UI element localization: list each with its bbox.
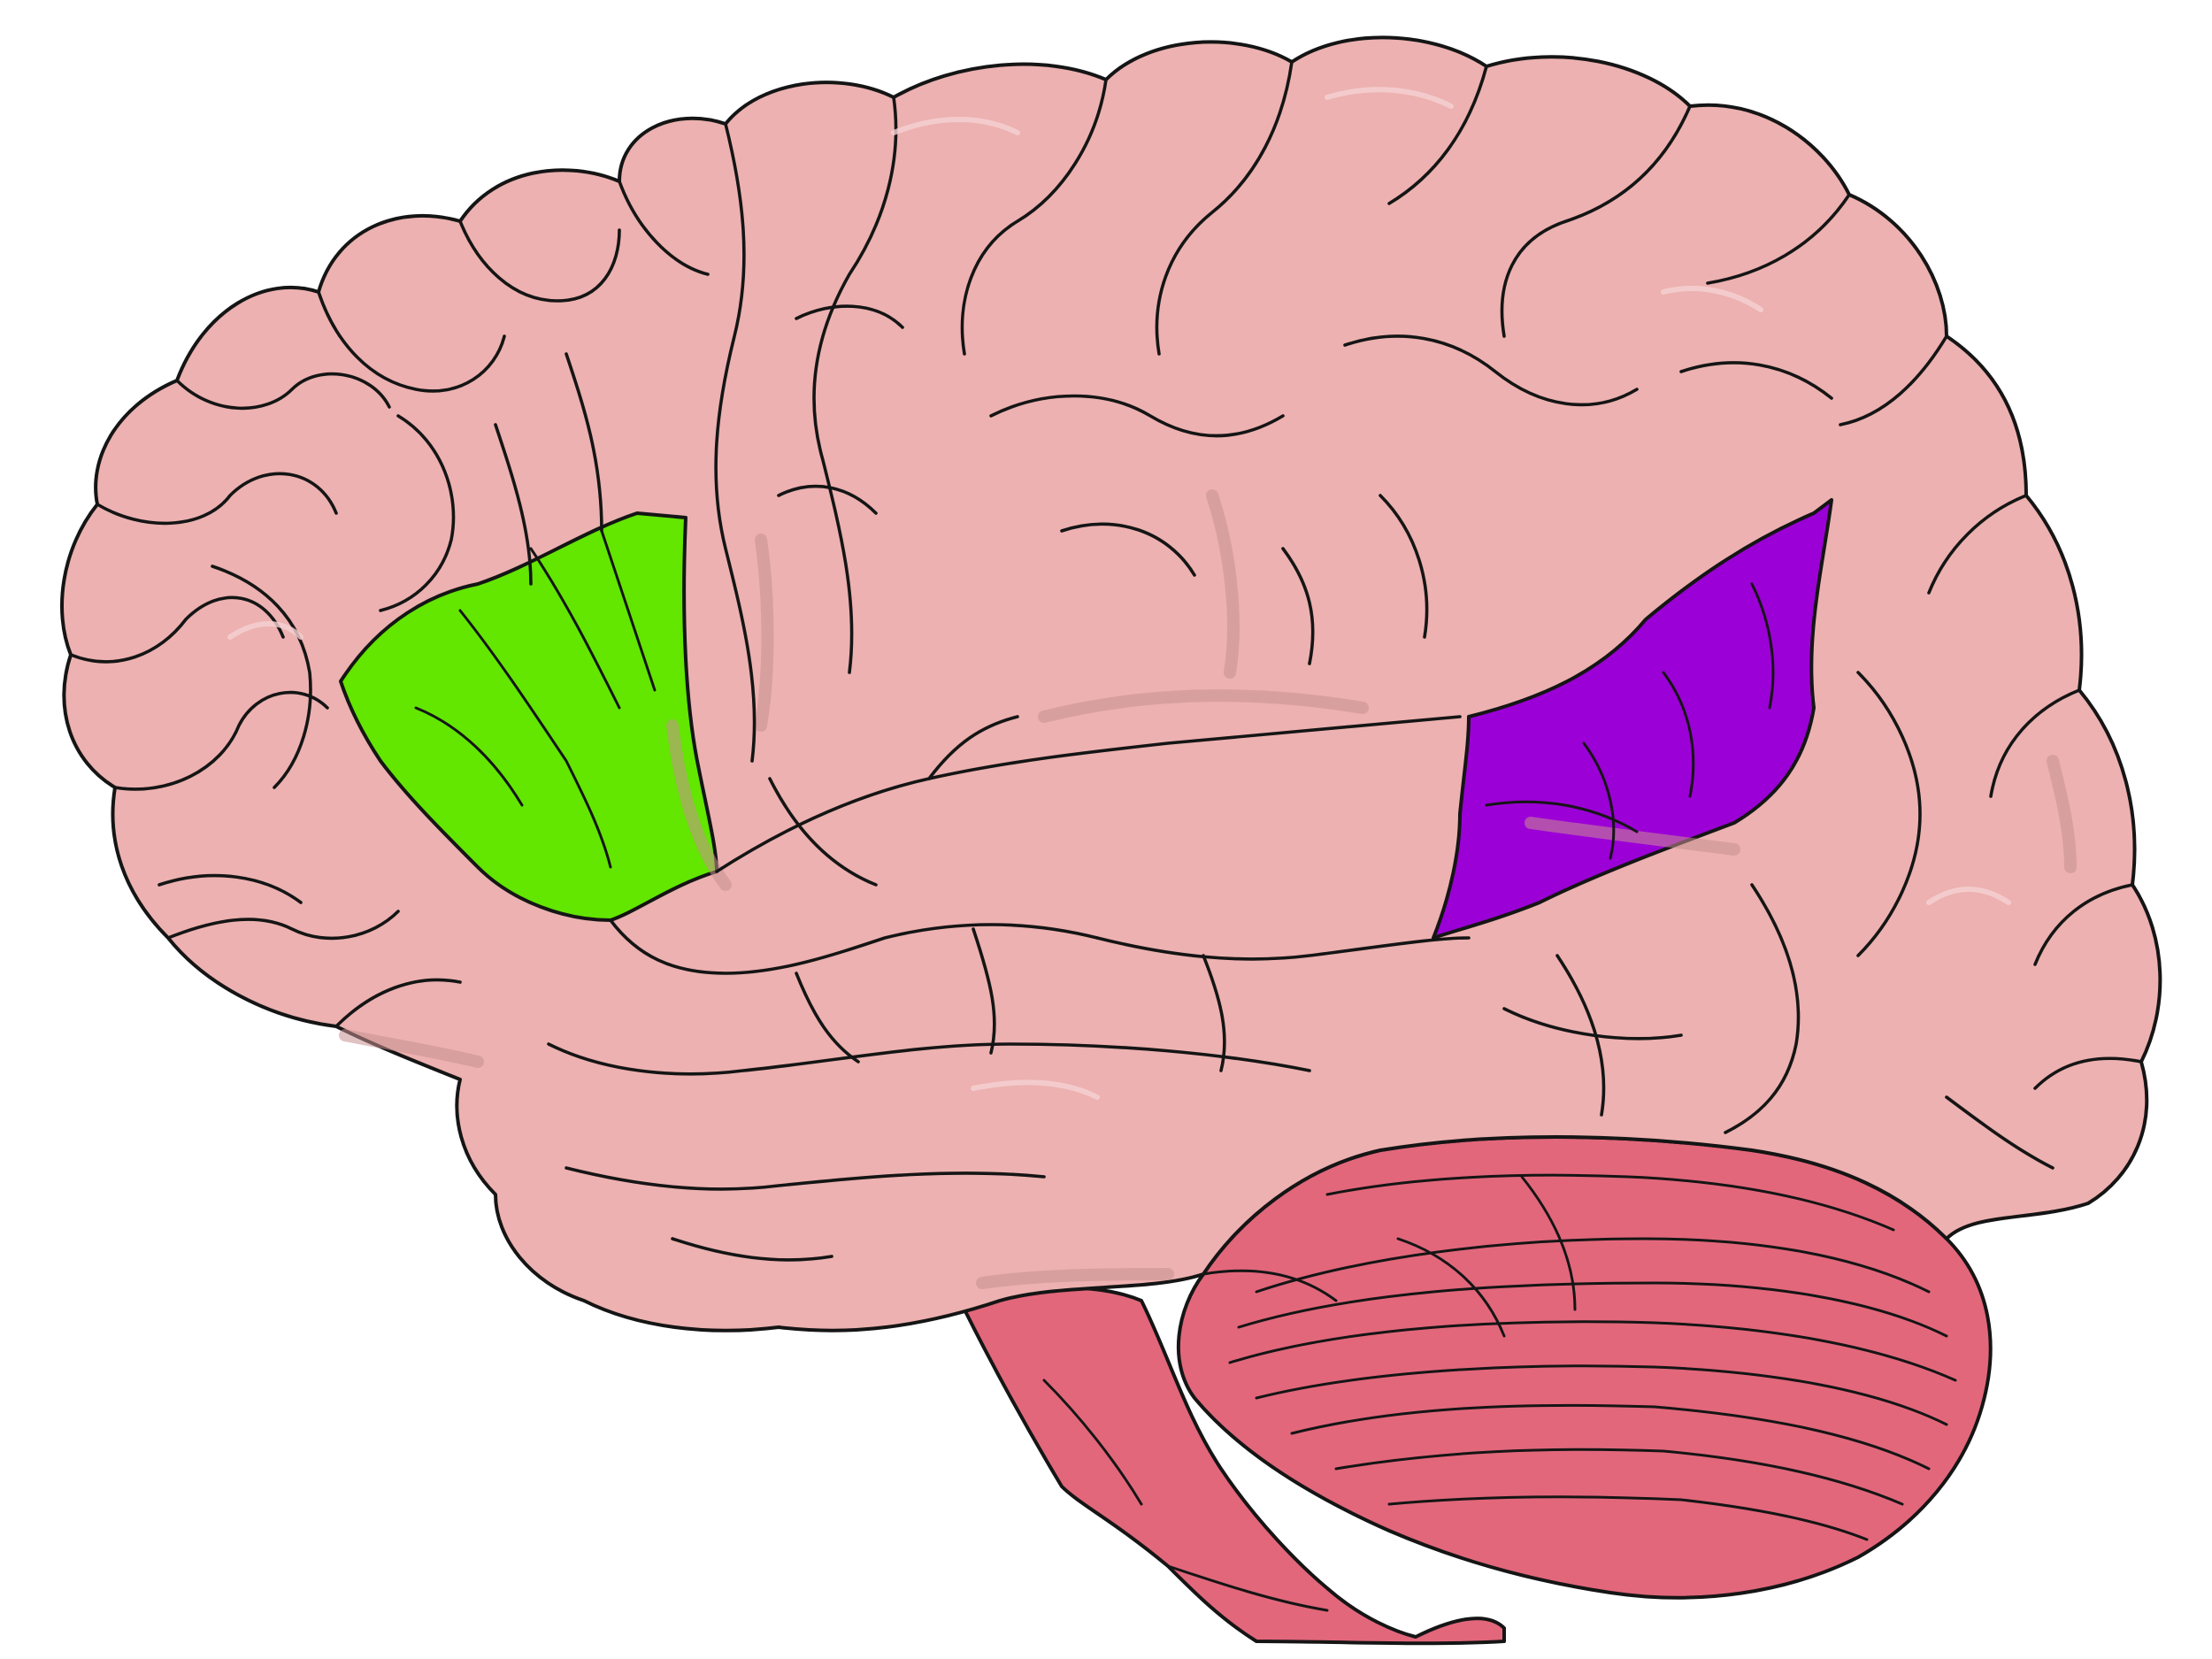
- cerebellum-folia: [1202, 1173, 1957, 1541]
- cortex-highlights: [227, 87, 2011, 1100]
- brainstem-detail: [1042, 1379, 1329, 1612]
- brainstem: [963, 1286, 1506, 1646]
- cerebrum: [60, 35, 2162, 1333]
- cortex-shading: [339, 489, 2077, 1289]
- highlight-region-green: [339, 511, 718, 922]
- cerebellum: [1176, 1135, 1993, 1600]
- cortex-sulci: [69, 60, 2143, 1262]
